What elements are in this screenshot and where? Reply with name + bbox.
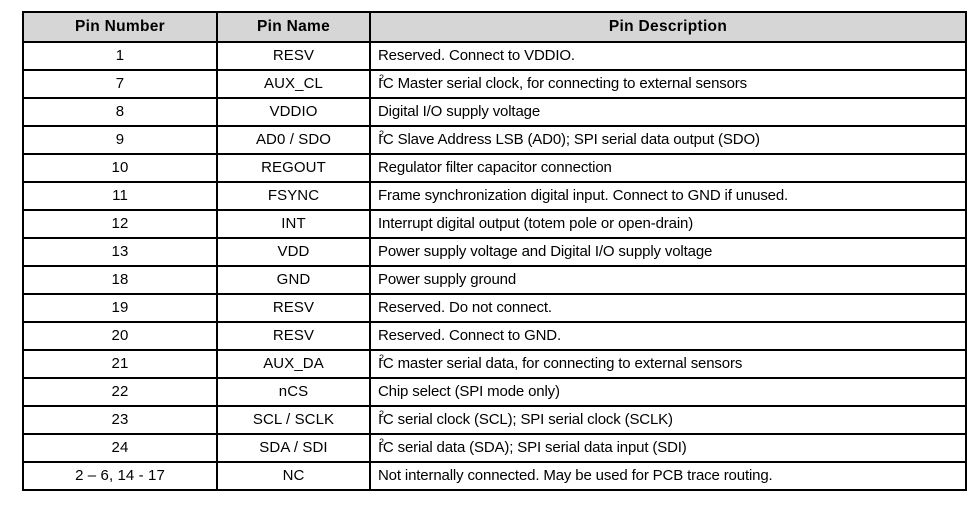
cell-pin-description: Digital I/O supply voltage [369,97,967,127]
cell-pin-number: 8 [22,97,218,127]
cell-pin-description: I2C master serial data, for connecting t… [369,349,967,379]
cell-pin-description: I2C Master serial clock, for connecting … [369,69,967,99]
cell-pin-name: RESV [216,293,371,323]
superscript-two-icon: 2 [379,73,384,83]
cell-pin-number: 1 [22,41,218,71]
cell-pin-description: Chip select (SPI mode only) [369,377,967,407]
cell-pin-description: Reserved. Connect to GND. [369,321,967,351]
cell-pin-name: nCS [216,377,371,407]
cell-pin-number: 24 [22,433,218,463]
superscript-two-icon: 2 [379,409,384,419]
cell-pin-name: FSYNC [216,181,371,211]
description-text: C serial data (SDA); SPI serial data inp… [382,439,687,456]
cell-pin-number: 9 [22,125,218,155]
table-header-row: Pin Number Pin Name Pin Description [22,11,967,43]
cell-pin-description: Reserved. Do not connect. [369,293,967,323]
cell-pin-number: 18 [22,265,218,295]
description-text: C serial clock (SCL); SPI serial clock (… [382,411,673,428]
cell-pin-number: 2 – 6, 14 - 17 [22,461,218,491]
cell-pin-name: RESV [216,321,371,351]
description-text: C master serial data, for connecting to … [382,355,743,372]
cell-pin-number: 23 [22,405,218,435]
i2c-prefix: I [378,75,383,92]
cell-pin-description: Interrupt digital output (totem pole or … [369,209,967,239]
cell-pin-name: REGOUT [216,153,371,183]
cell-pin-number: 11 [22,181,218,211]
cell-pin-number: 13 [22,237,218,267]
column-header-pin-description: Pin Description [369,11,967,43]
i2c-prefix: I [378,131,383,148]
cell-pin-name: RESV [216,41,371,71]
cell-pin-name: SCL / SCLK [216,405,371,435]
cell-pin-description: I2C Slave Address LSB (AD0); SPI serial … [369,125,967,155]
cell-pin-name: AUX_CL [216,69,371,99]
cell-pin-description: Reserved. Connect to VDDIO. [369,41,967,71]
cell-pin-number: 10 [22,153,218,183]
cell-pin-name: INT [216,209,371,239]
superscript-two-icon: 2 [379,129,384,139]
cell-pin-name: AUX_DA [216,349,371,379]
cell-pin-number: 12 [22,209,218,239]
cell-pin-number: 22 [22,377,218,407]
cell-pin-description: Regulator filter capacitor connection [369,153,967,183]
cell-pin-name: NC [216,461,371,491]
table-header: Pin Number Pin Name Pin Description [22,11,967,43]
cell-pin-description: Frame synchronization digital input. Con… [369,181,967,211]
superscript-two-icon: 2 [379,353,384,363]
cell-pin-description: Not internally connected. May be used fo… [369,461,967,491]
cell-pin-number: 19 [22,293,218,323]
cell-pin-number: 7 [22,69,218,99]
cell-pin-description: I2C serial data (SDA); SPI serial data i… [369,433,967,463]
superscript-two-icon: 2 [379,437,384,447]
cell-pin-number: 20 [22,321,218,351]
i2c-prefix: I [378,355,383,372]
cell-pin-name: GND [216,265,371,295]
cell-pin-name: VDDIO [216,97,371,127]
cell-pin-description: Power supply ground [369,265,967,295]
cell-pin-description: I2C serial clock (SCL); SPI serial clock… [369,405,967,435]
cell-pin-name: AD0 / SDO [216,125,371,155]
description-text: C Master serial clock, for connecting to… [382,75,747,92]
i2c-prefix: I [378,411,383,428]
cell-pin-description: Power supply voltage and Digital I/O sup… [369,237,967,267]
column-header-pin-name: Pin Name [216,11,371,43]
description-text: C Slave Address LSB (AD0); SPI serial da… [382,131,760,148]
cell-pin-number: 21 [22,349,218,379]
cell-pin-name: SDA / SDI [216,433,371,463]
cell-pin-name: VDD [216,237,371,267]
i2c-prefix: I [378,439,383,456]
column-header-pin-number: Pin Number [22,11,218,43]
